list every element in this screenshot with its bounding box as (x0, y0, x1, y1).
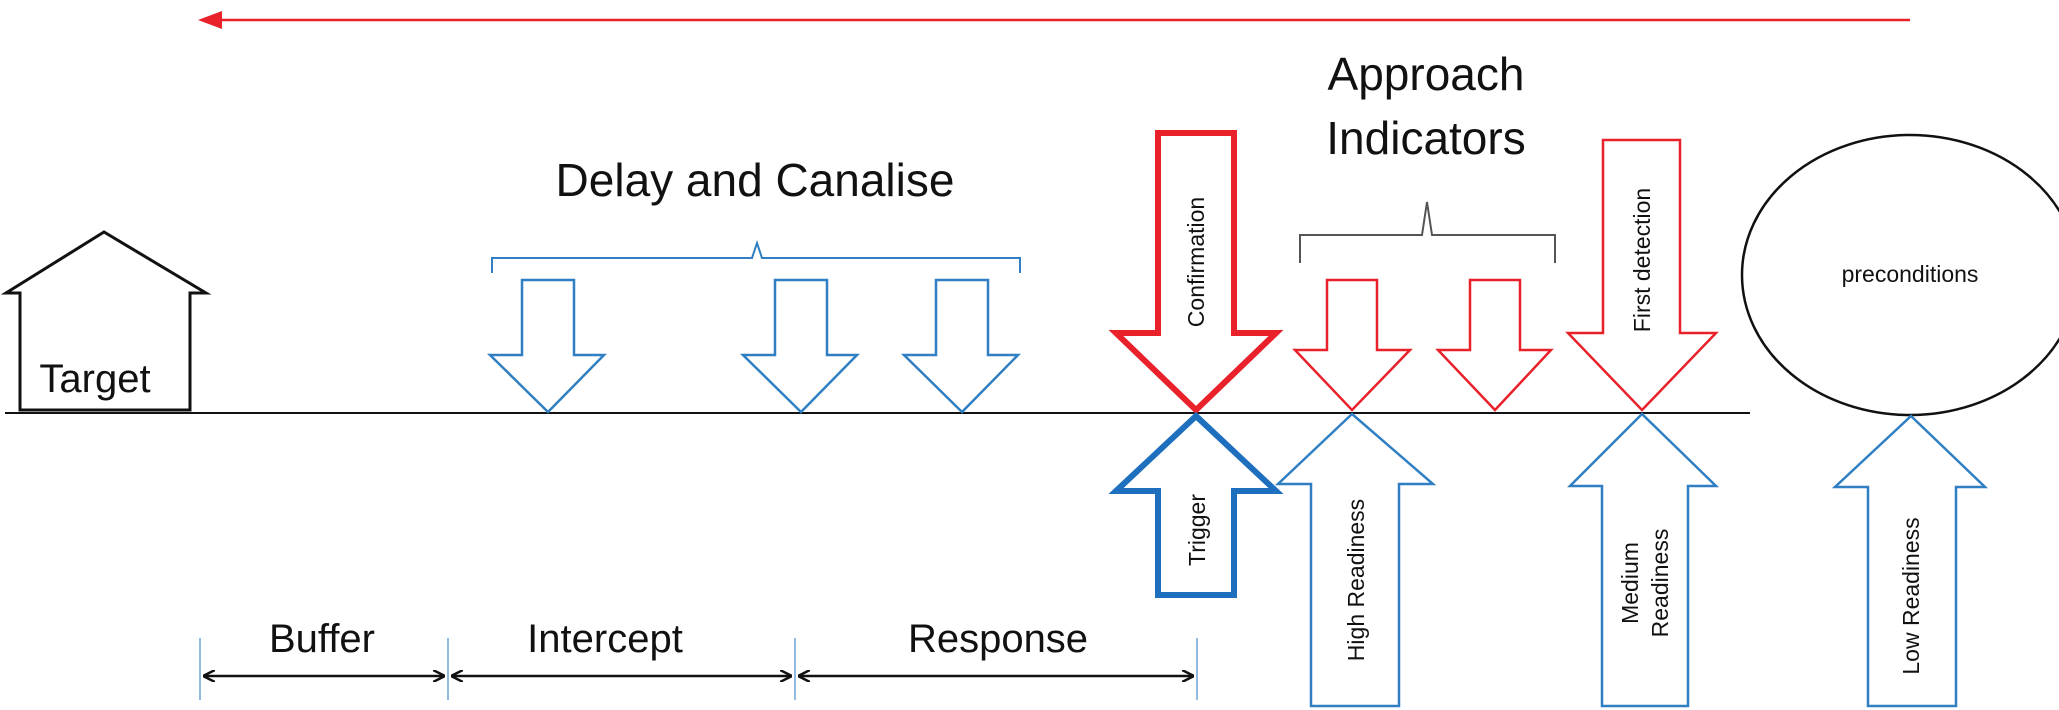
phase-ticks (199, 638, 1198, 700)
trigger-arrow: Trigger (1108, 411, 1284, 598)
approach-indicators-title-line2: Indicators (1326, 112, 1525, 164)
low-readiness-label: Low Readiness (1898, 517, 1924, 674)
intercept-label: Intercept (527, 617, 683, 661)
low-readiness-arrow: Low Readiness (1831, 414, 1989, 708)
buffer-label: Buffer (269, 617, 375, 661)
approach-brace (1299, 201, 1556, 263)
delay-and-canalise-title: Delay and Canalise (556, 154, 955, 206)
delay-brace (491, 239, 1021, 273)
high-readiness-label: High Readiness (1343, 499, 1369, 661)
approach-arrow-1 (1292, 278, 1413, 412)
target-house: Target (0, 230, 212, 412)
delay-arrow-1 (486, 278, 607, 414)
medium-readiness-label-line1: Medium (1617, 542, 1643, 624)
response-label: Response (908, 617, 1088, 661)
delay-arrow-2 (739, 278, 860, 414)
preconditions-circle: preconditions (1740, 133, 2059, 417)
delay-arrow-3 (900, 278, 1021, 414)
first-detection-arrow: First detection (1565, 138, 1719, 412)
approach-indicators-title-line1: Approach (1328, 48, 1525, 100)
medium-readiness-arrow: Medium Readiness (1566, 412, 1720, 708)
high-readiness-arrow: High Readiness (1274, 412, 1437, 708)
target-label: Target (39, 357, 150, 401)
approach-arrow-2 (1435, 278, 1554, 412)
medium-readiness-label-line2: Readiness (1647, 529, 1673, 638)
preconditions-label: preconditions (1842, 261, 1979, 287)
first-detection-label: First detection (1629, 188, 1655, 332)
top-direction-arrow (198, 11, 1910, 29)
confirmation-label: Confirmation (1183, 197, 1209, 327)
confirmation-arrow: Confirmation (1108, 130, 1284, 415)
trigger-label: Trigger (1184, 494, 1210, 566)
